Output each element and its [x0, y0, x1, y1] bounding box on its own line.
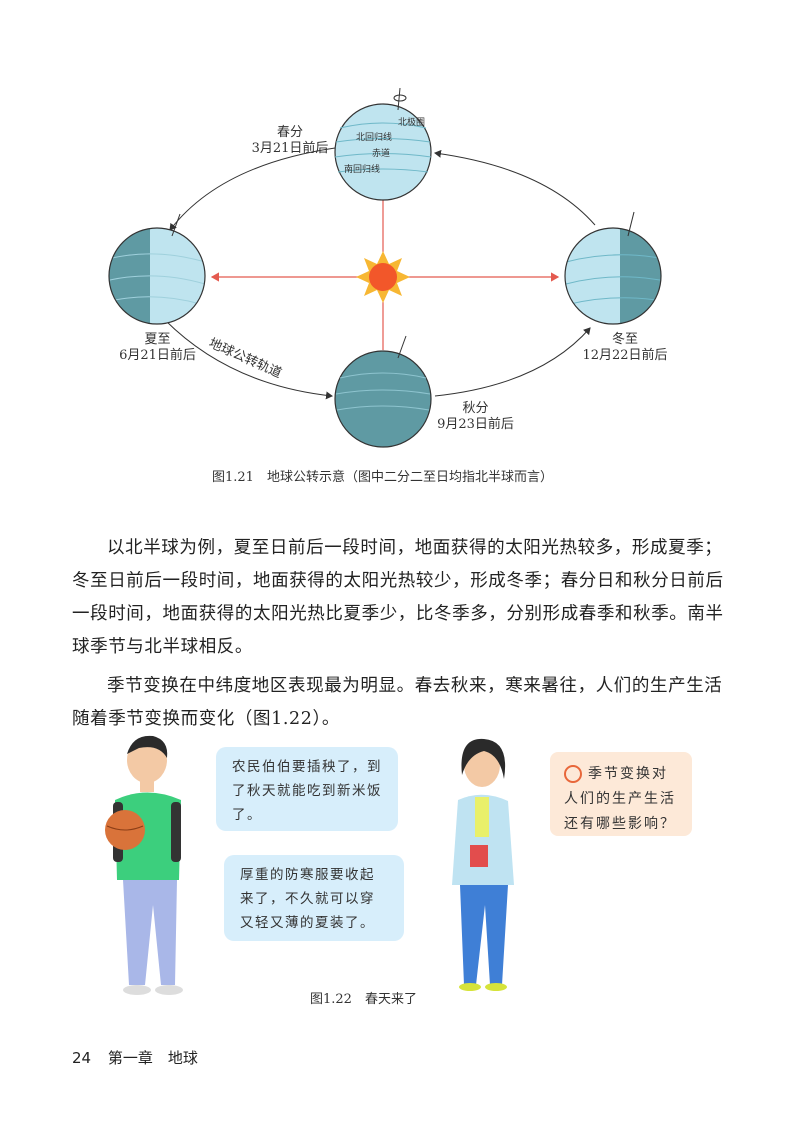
label-tropic-capricorn: 南回归线	[344, 163, 380, 175]
speech-bubble-boy: 农民伯伯要插秧了，到了秋天就能吃到新米饭了。	[216, 747, 398, 831]
orbit-diagram: 北极圈 北回归线 赤道 南回归线 地球公转轨道	[108, 87, 662, 448]
orbit-arc-sw	[164, 319, 333, 400]
question-icon	[564, 765, 582, 783]
figure-caption-1-21: 图1.21 地球公转示意（图中二分二至日均指北半球而言）	[212, 470, 553, 485]
globe-spring: 北极圈 北回归线 赤道 南回归线	[334, 87, 432, 201]
globe-autumn	[334, 335, 432, 448]
body-text: 以北半球为例，夏至日前后一段时间，地面获得的太阳光热较多，形成夏季；冬至日前后一…	[72, 532, 732, 736]
question-text: 季节变换对人们的生产生活还有哪些影响？	[564, 766, 676, 832]
sun-icon	[356, 251, 410, 303]
globe-winter	[564, 211, 662, 325]
page-number: 24	[72, 1049, 92, 1067]
label-winter: 冬至 12月22日前后	[582, 332, 668, 363]
paragraph: 以北半球为例，夏至日前后一段时间，地面获得的太阳光热较多，形成夏季；冬至日前后一…	[72, 538, 724, 657]
label-autumn: 秋分 9月23日前后	[437, 401, 514, 432]
speech-bubble-girl: 厚重的防寒服要收起来了，不久就可以穿又轻又薄的夏装了。	[224, 855, 404, 941]
label-equator: 赤道	[372, 147, 390, 159]
label-summer: 夏至 6月21日前后	[119, 332, 196, 363]
orbit-arc-ne	[434, 149, 596, 226]
orbit-arc-se	[434, 327, 591, 397]
figure-caption-1-22: 图1.22 春天来了	[310, 992, 417, 1007]
globe-summer	[108, 213, 206, 325]
girl-illustration	[452, 738, 514, 991]
label-arctic-circle: 北极圈	[398, 116, 425, 128]
page-footer: 24 第一章 地球	[72, 1047, 198, 1068]
boy-illustration	[105, 735, 183, 995]
label-spring: 春分 3月21日前后	[251, 125, 329, 156]
chapter-title: 第一章 地球	[107, 1049, 198, 1067]
paragraph: 季节变换在中纬度地区表现最为明显。春去秋来，寒来暑往，人们的生产生活随着季节变换…	[72, 676, 723, 729]
label-tropic-cancer: 北回归线	[356, 131, 392, 143]
question-box: 季节变换对人们的生产生活还有哪些影响？	[550, 752, 692, 836]
orbit-arc-nw	[169, 147, 336, 231]
